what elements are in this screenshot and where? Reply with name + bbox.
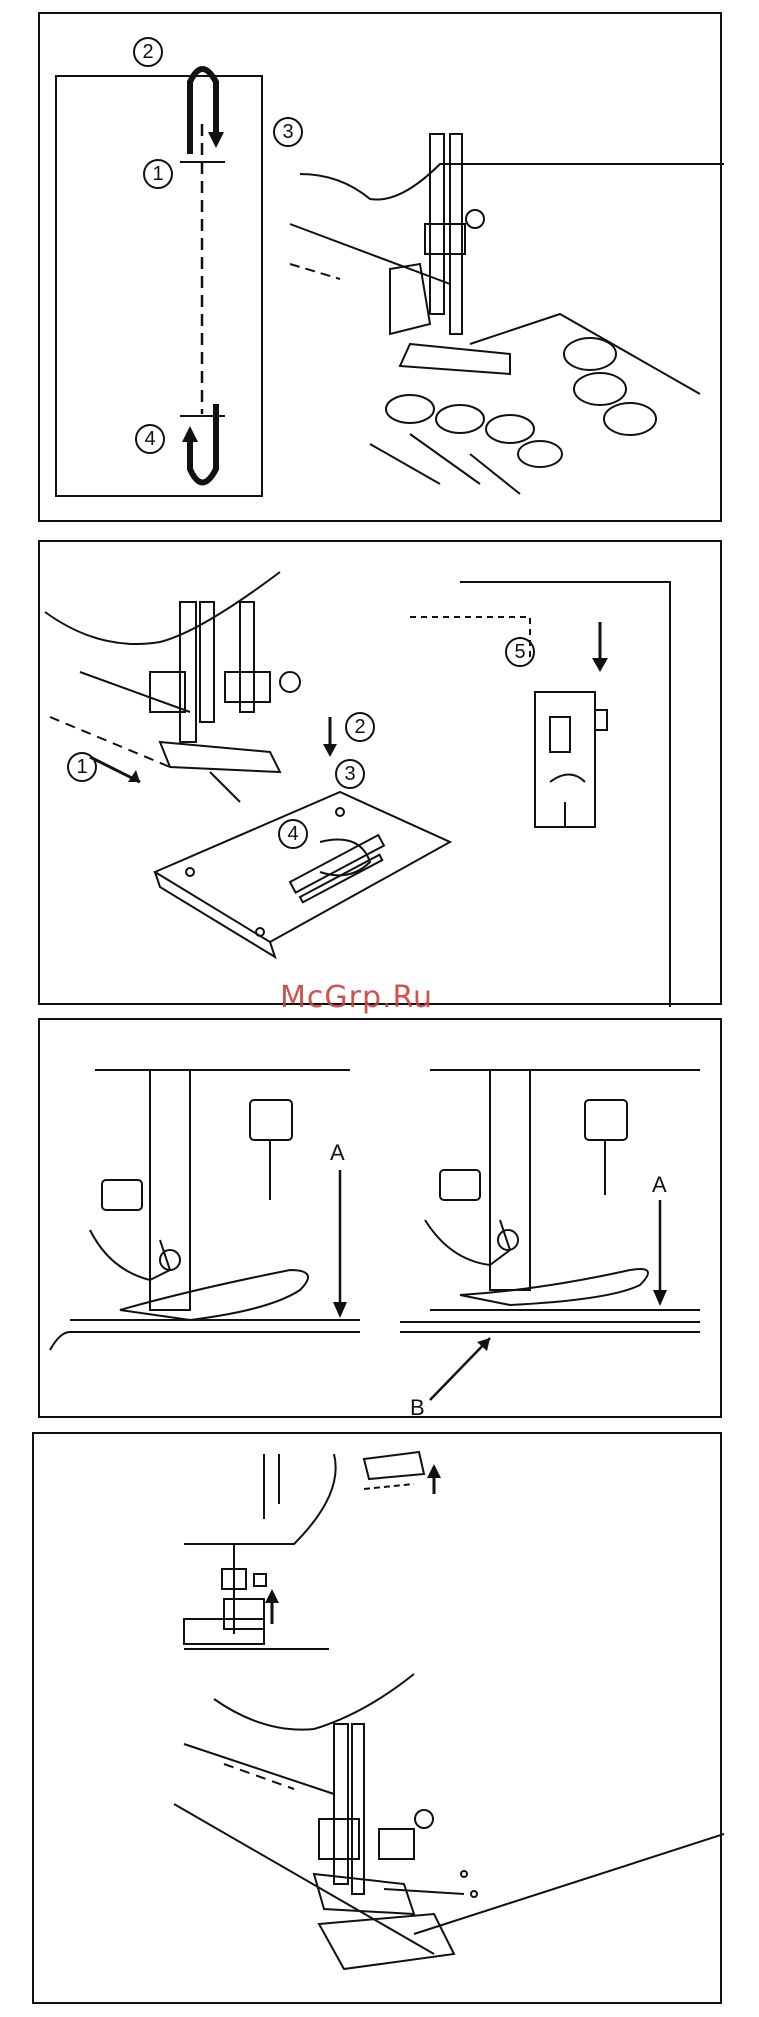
- fabric-outline: [56, 76, 262, 496]
- top-loop-arrow: [190, 69, 216, 154]
- sewing-machine-sketch: [290, 134, 724, 494]
- panel-raise-foot: [32, 1432, 722, 2004]
- svg-text:2: 2: [354, 716, 365, 738]
- label-4: 4: [136, 425, 164, 453]
- label-b: B: [410, 1395, 425, 1420]
- top-arrowhead: [208, 132, 224, 148]
- label-a-left: A: [330, 1140, 345, 1165]
- svg-text:4: 4: [144, 428, 155, 450]
- label-a-right: A: [652, 1172, 667, 1197]
- backstitch-diagram: 2 3 1 4: [40, 14, 724, 524]
- presser-foot-diagram: 1 2 3 4 5: [40, 542, 724, 1007]
- watermark: McGrp.Ru: [280, 980, 433, 1015]
- bottom-arrowhead: [182, 426, 198, 442]
- label-2: 2: [134, 38, 162, 66]
- svg-text:4: 4: [287, 823, 298, 845]
- panel-backstitch: 2 3 1 4: [38, 12, 722, 522]
- label-1: 1: [68, 753, 96, 781]
- label-2: 2: [346, 713, 374, 741]
- machine-head-sketch: [45, 572, 670, 1007]
- svg-text:3: 3: [344, 763, 355, 785]
- presser-height-diagram: A A B: [40, 1020, 724, 1420]
- label-3: 3: [274, 118, 302, 146]
- label-1: 1: [144, 160, 172, 188]
- svg-text:2: 2: [142, 41, 153, 63]
- panel-presser-foot: 1 2 3 4 5: [38, 540, 722, 1005]
- raise-foot-diagram: [34, 1434, 724, 2006]
- bottom-machine-sketch: [174, 1674, 724, 1969]
- top-detail-sketch: [184, 1452, 424, 1649]
- svg-text:1: 1: [152, 163, 163, 185]
- label-4: 4: [279, 820, 307, 848]
- svg-text:1: 1: [76, 756, 87, 778]
- left-machine-sketch: [50, 1070, 360, 1350]
- label-3: 3: [336, 760, 364, 788]
- svg-text:5: 5: [514, 641, 525, 663]
- svg-text:3: 3: [282, 121, 293, 143]
- panel-presser-foot-height: A A B: [38, 1018, 722, 1418]
